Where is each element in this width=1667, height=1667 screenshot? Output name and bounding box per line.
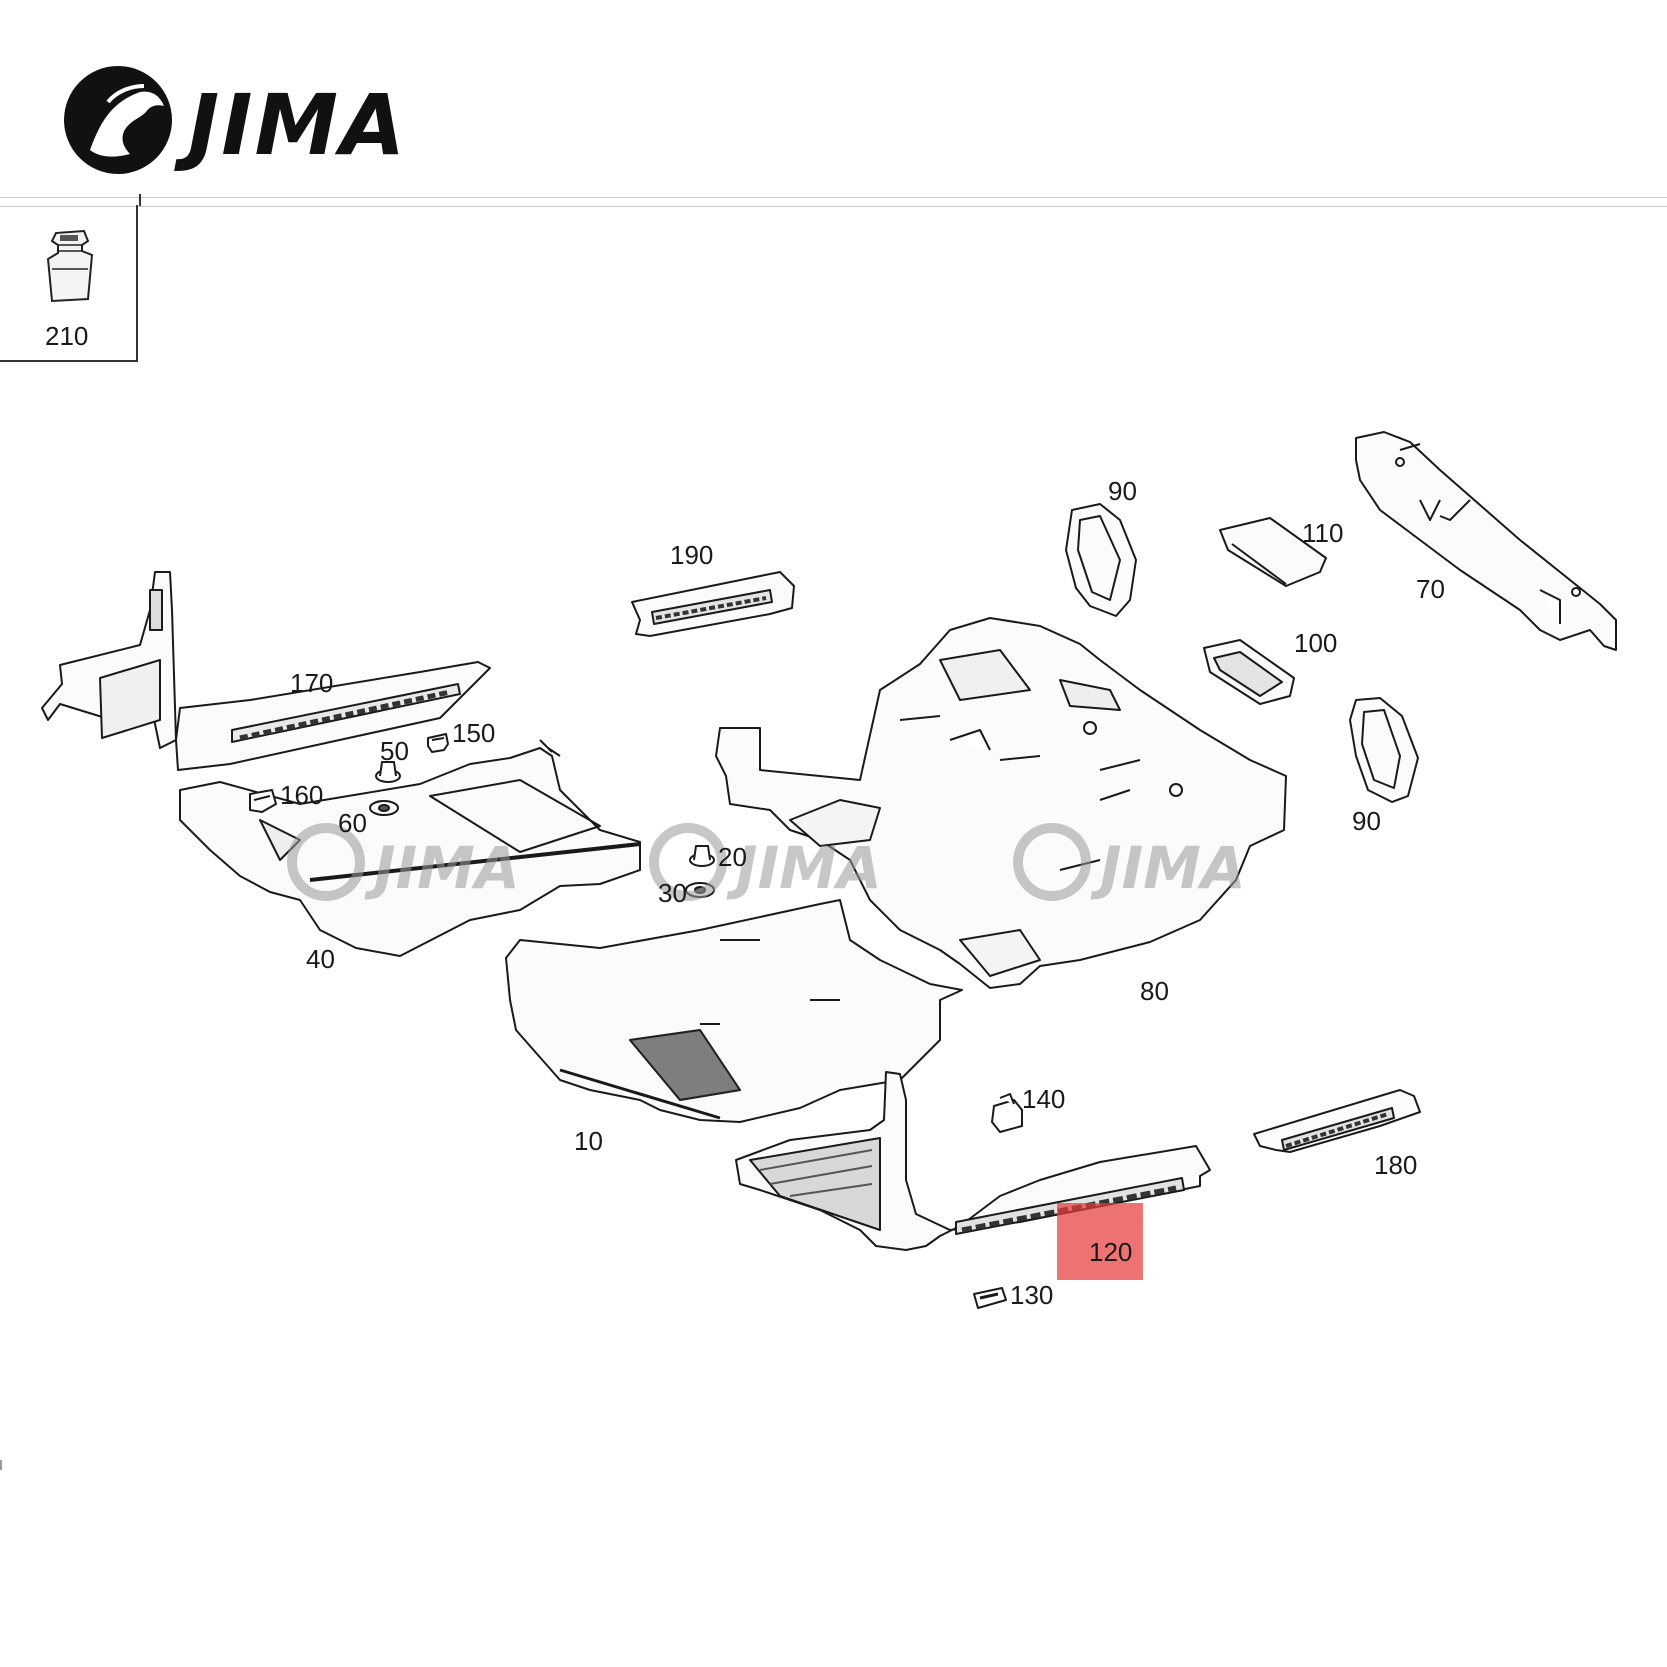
edge-mark [0, 1460, 2, 1470]
callout-150: 150 [452, 718, 496, 748]
inset-tick [139, 194, 141, 206]
part-40-floor-left [179, 739, 641, 957]
part-110-cover-plate [1219, 517, 1327, 587]
inset-box-210: 210 [0, 205, 138, 362]
callout-130: 130 [1010, 1280, 1054, 1310]
callout-60: 60 [338, 808, 367, 838]
callout-80: 80 [1140, 976, 1169, 1006]
fastener-60-icon [369, 800, 399, 816]
callout-180: 180 [1374, 1150, 1418, 1180]
jima-logo: JIMA [64, 66, 407, 174]
watermark-3: JIMA [1013, 823, 1246, 902]
callout-170: 170 [290, 668, 334, 698]
part-80-main-carpet [715, 617, 1287, 989]
watermark-1: JIMA [287, 823, 520, 902]
callout-20: 20 [718, 842, 747, 872]
clip-210-drawing [46, 229, 94, 303]
callout-140: 140 [1022, 1084, 1066, 1114]
part-100-tray-insert [1203, 639, 1295, 705]
part-170-side-trim [41, 571, 491, 771]
callout-30: 30 [658, 878, 687, 908]
callout-40: 40 [306, 944, 335, 974]
horse-head-emblem-icon [64, 66, 172, 174]
callout-10: 10 [574, 1126, 603, 1156]
part-190-sill-plate [631, 571, 795, 637]
brand-wordmark: JIMA [174, 76, 407, 174]
fastener-150-icon [427, 733, 449, 753]
part-180-rear-sill [1253, 1089, 1421, 1153]
watermark-emblem-icon [649, 823, 727, 901]
callout-90-lower: 90 [1352, 806, 1381, 836]
callout-190: 190 [670, 540, 714, 570]
clip-160-icon [249, 789, 277, 813]
fastener-20-icon [689, 845, 715, 867]
callout-90-upper: 90 [1108, 476, 1137, 506]
part-90-lower-panel [1349, 697, 1419, 803]
svg-text:JIMA: JIMA [1090, 834, 1246, 902]
clip-130-icon [973, 1287, 1007, 1309]
callout-100: 100 [1294, 628, 1338, 658]
callout-120: 120 [1089, 1237, 1133, 1267]
fastener-50-icon [375, 761, 401, 783]
watermark-2: JIMA [649, 823, 882, 902]
part-90-upper-panel [1065, 503, 1137, 617]
watermark-emblem-icon [287, 823, 365, 901]
callout-160: 160 [280, 780, 324, 810]
part-120-highlight [1057, 1203, 1143, 1280]
svg-text:JIMA: JIMA [726, 834, 882, 902]
watermark-emblem-icon [1013, 823, 1091, 901]
fastener-140-icon [991, 1093, 1023, 1133]
callout-110: 110 [1302, 518, 1344, 548]
callout-70: 70 [1416, 574, 1445, 604]
svg-text:JIMA: JIMA [364, 834, 520, 902]
part-70-rear-crossmember [1355, 431, 1617, 651]
callout-210: 210 [45, 321, 89, 351]
callout-50: 50 [380, 736, 409, 766]
header-divider [0, 197, 1667, 207]
